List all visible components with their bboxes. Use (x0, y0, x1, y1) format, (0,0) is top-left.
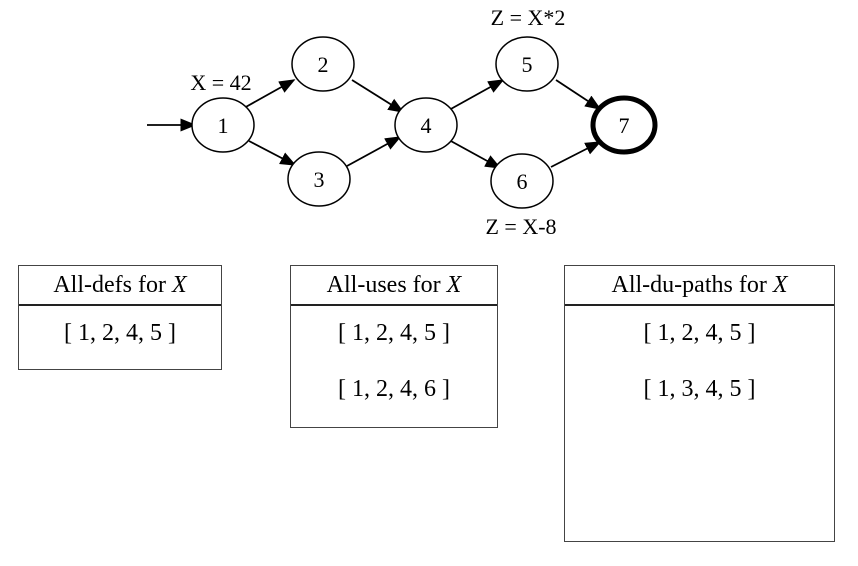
node-2-label: 2 (318, 52, 329, 77)
node-6-label: 6 (517, 169, 528, 194)
node-5-label: 5 (522, 52, 533, 77)
node-1-label: 1 (218, 113, 229, 138)
all-defs-box: All-defs for X [ 1, 2, 4, 5 ] (18, 265, 222, 370)
all-du-paths-path: [ 1, 2, 4, 5 ] (643, 320, 756, 346)
all-defs-path: [ 1, 2, 4, 5 ] (64, 320, 176, 346)
all-defs-title: All-defs for (53, 271, 166, 298)
all-du-paths-variable: X (772, 271, 788, 298)
node-1: 1 (191, 97, 255, 153)
all-du-paths-title: All-du-paths for (611, 271, 767, 298)
all-uses-path-list: [ 1, 2, 4, 5 ] [ 1, 2, 4, 6 ] (291, 306, 497, 430)
node-5-annotation: Z = X*2 (491, 5, 566, 30)
node-5: 5 (495, 36, 559, 92)
node-2: 2 (291, 36, 355, 92)
all-du-paths-path-list: [ 1, 2, 4, 5 ] [ 1, 3, 4, 5 ] (565, 306, 834, 430)
all-du-paths-header: All-du-paths for X (565, 266, 834, 306)
node-3: 3 (287, 151, 351, 207)
all-uses-header: All-uses for X (291, 266, 497, 306)
node-6-annotation: Z = X-8 (485, 214, 556, 239)
node-6: 6 (490, 153, 554, 209)
edge-2-4 (351, 79, 405, 113)
edge-4-6 (448, 139, 502, 169)
all-defs-variable: X (171, 271, 187, 298)
all-defs-header: All-defs for X (19, 266, 221, 306)
all-uses-path: [ 1, 2, 4, 6 ] (338, 376, 450, 402)
all-du-paths-box: All-du-paths for X [ 1, 2, 4, 5 ] [ 1, 3… (564, 265, 835, 542)
node-3-label: 3 (314, 167, 325, 192)
node-1-annotation: X = 42 (190, 70, 251, 95)
node-4: 4 (394, 97, 458, 153)
edge-4-5 (448, 79, 505, 111)
edge-1-3 (248, 140, 297, 166)
edge-6-7 (550, 141, 602, 168)
node-7-exit: 7 (590, 95, 658, 155)
edge-1-2 (243, 79, 296, 109)
all-uses-variable: X (446, 271, 462, 298)
all-uses-box: All-uses for X [ 1, 2, 4, 5 ] [ 1, 2, 4,… (290, 265, 498, 428)
all-uses-title: All-uses for (326, 271, 441, 298)
edge-5-7 (555, 79, 602, 110)
all-uses-path: [ 1, 2, 4, 5 ] (338, 320, 450, 346)
node-4-label: 4 (421, 113, 432, 138)
node-7-label: 7 (619, 113, 630, 138)
all-du-paths-path: [ 1, 3, 4, 5 ] (643, 376, 756, 402)
all-defs-path-list: [ 1, 2, 4, 5 ] (19, 306, 221, 374)
edge-3-4 (346, 136, 402, 167)
